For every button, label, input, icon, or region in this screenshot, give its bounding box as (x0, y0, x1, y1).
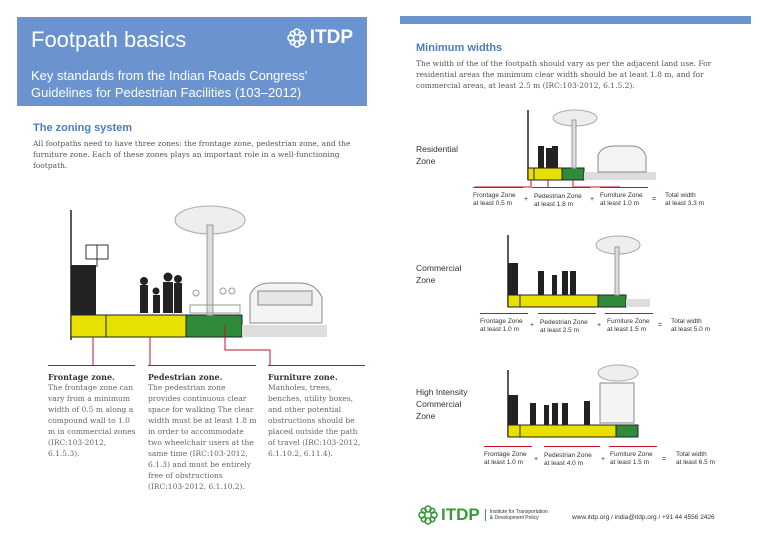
zoning-heading: The zoning system (33, 122, 133, 134)
top-accent-bar (400, 16, 751, 24)
hi-plus-1: + (534, 456, 539, 463)
frontage-zone-body: The frontage zone can vary from a minimu… (48, 383, 136, 458)
minwidths-heading: Minimum widths (416, 42, 503, 54)
furniture-rule (268, 365, 365, 366)
hi-frontage-rule (484, 446, 532, 447)
com-frontage-rule (480, 313, 528, 314)
pedestrians (140, 272, 182, 313)
itdp-logo: ITDP (286, 27, 353, 49)
res-equals: = (652, 196, 657, 203)
road (242, 325, 327, 337)
res-frontage-rule (473, 187, 523, 188)
res-plus-1: + (524, 196, 529, 203)
res-furniture-rule (600, 187, 648, 188)
page-subtitle: Key standards from the Indian Roads Cong… (31, 68, 308, 100)
commercial-label: Commercial Zone (416, 263, 462, 285)
com-plus-1: + (530, 322, 535, 329)
frontage-zone-title: Frontage zone. (48, 372, 115, 382)
frontage-strip (70, 314, 107, 338)
minwidths-intro: The width of the of the footpath should … (416, 59, 712, 90)
hi-pedestrian-rule (544, 446, 600, 447)
itdp-flower-icon (286, 28, 307, 48)
hi-equals: = (662, 456, 667, 463)
pedestrian-rule (148, 365, 256, 366)
com-furniture-rule (605, 313, 653, 314)
high-intensity-label: High Intensity Commercial Zone (416, 387, 468, 421)
residential-label: Residential Zone (416, 144, 459, 166)
furniture-zone-body: Manholes, trees, benches, utility boxes,… (268, 383, 361, 458)
furniture-strip (185, 314, 243, 338)
res-plus-2: + (590, 196, 595, 203)
zoning-intro: All footpaths need to have three zones: … (33, 139, 351, 170)
pedestrian-zone-title: Pedestrian zone. (148, 372, 223, 382)
pedestrian-zone-body: The pedestrian zone provides continuous … (148, 383, 257, 491)
hi-plus-2: + (601, 456, 606, 463)
footer-logo: ITDP Institute for Transportation& Devel… (418, 505, 548, 525)
com-equals: = (658, 322, 663, 329)
furniture-zone-title: Furniture zone. (268, 372, 338, 382)
com-pedestrian-rule (538, 313, 596, 314)
furniture-pointer (224, 325, 271, 365)
com-plus-2: + (597, 322, 602, 329)
bench-people (189, 287, 241, 314)
car (249, 282, 323, 324)
zoning-illustration (70, 205, 327, 365)
shop-shelves (71, 265, 96, 315)
footer-logo-text: ITDP (441, 505, 480, 524)
footer-org-name: Institute for Transportation& Developmen… (484, 509, 548, 521)
pedestrian-strip (105, 314, 187, 338)
res-pedestrian-rule (532, 187, 590, 188)
tree (174, 205, 246, 316)
title-banner: Footpath basics Key standards from the I… (17, 17, 367, 106)
logo-text: ITDP (309, 27, 353, 48)
commercial-illustration (507, 235, 650, 308)
high-intensity-illustration (507, 364, 639, 438)
residential-illustration (475, 109, 656, 188)
footer-contact: www.itdp.org / india@itdp.org / +91 44 4… (572, 514, 715, 521)
page-title: Footpath basics (31, 27, 187, 52)
frontage-zone-text: Frontage zone. The frontage zone can var… (48, 372, 136, 459)
itdp-flower-icon (418, 505, 438, 525)
hi-furniture-rule (609, 446, 657, 447)
furniture-zone-text: Furniture zone. Manholes, trees, benches… (268, 372, 366, 459)
frontage-rule (48, 365, 135, 366)
pedestrian-zone-text: Pedestrian zone. The pedestrian zone pro… (148, 372, 260, 492)
